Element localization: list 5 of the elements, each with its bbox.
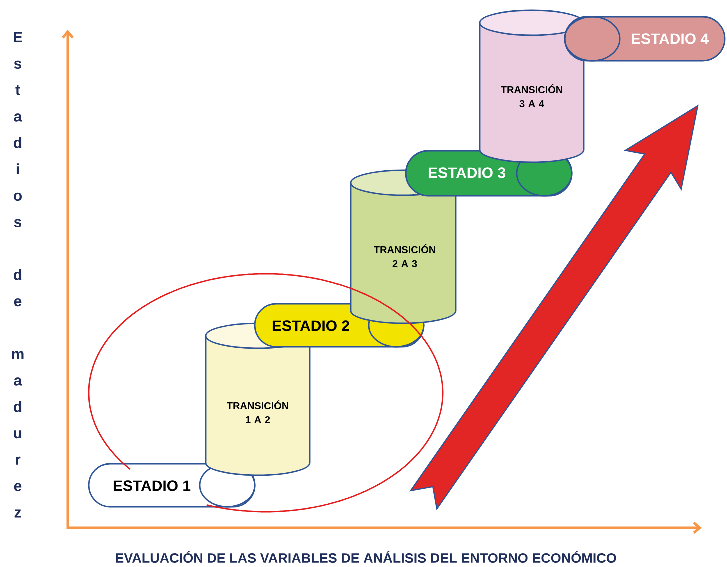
stage-pill: ESTADIO 1 — [88, 463, 256, 508]
axis-label: EVALUACIÓN DE LAS VARIABLES DE ANÁLISIS DEL ENTORNO ECONÓMICO — [116, 550, 616, 564]
stage-pill: ESTADIO 4 — [564, 16, 726, 62]
axis-label: Estadios de madurez — [12, 32, 24, 518]
transition-cylinder: TRANSICIÓN 3 A 4 — [479, 10, 585, 164]
